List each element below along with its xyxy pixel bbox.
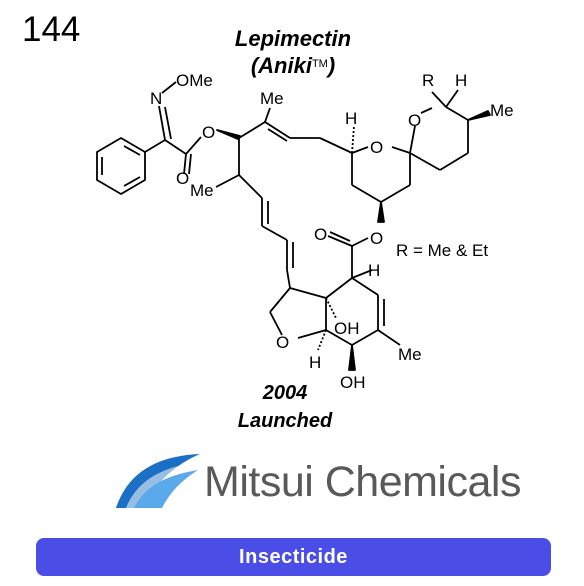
r-definition: R = Me & Et <box>396 241 488 260</box>
label-me: Me <box>490 101 514 120</box>
launch-status: Launched <box>237 410 333 432</box>
category-label: Insecticide <box>239 545 348 568</box>
launch-year: 2004 <box>262 382 308 404</box>
atom-h: H <box>368 261 380 280</box>
compound-number: 144 <box>22 10 81 49</box>
label-oh: OH <box>340 373 366 392</box>
label-r: R <box>422 71 434 90</box>
label-me: Me <box>398 345 422 364</box>
atom-o: O <box>202 123 215 142</box>
label-me: Me <box>190 181 214 200</box>
atom-h: H <box>455 71 467 90</box>
label-oh: OH <box>334 319 360 338</box>
brand-name: (AnikiTM) <box>250 53 336 78</box>
company-name: Mitsui Chemicals <box>204 458 521 506</box>
atom-o: O <box>276 333 289 352</box>
label-me: Me <box>260 89 284 108</box>
mitsui-logo-icon <box>116 454 200 508</box>
atom-o: O <box>370 138 383 157</box>
atom-o: O <box>408 111 421 130</box>
atom-h: H <box>345 109 357 128</box>
atom-n: N <box>150 89 162 108</box>
atom-h: H <box>309 353 321 372</box>
chemical-structure: N OMe O O Me Me H O O R H Me O O R = Me … <box>96 71 514 392</box>
label-ome: OMe <box>176 71 213 90</box>
atom-o: O <box>176 169 189 188</box>
compound-name: Lepimectin <box>234 26 352 51</box>
atom-o: O <box>370 229 383 248</box>
atom-o: O <box>314 225 327 244</box>
category-banner: Insecticide <box>36 538 551 576</box>
